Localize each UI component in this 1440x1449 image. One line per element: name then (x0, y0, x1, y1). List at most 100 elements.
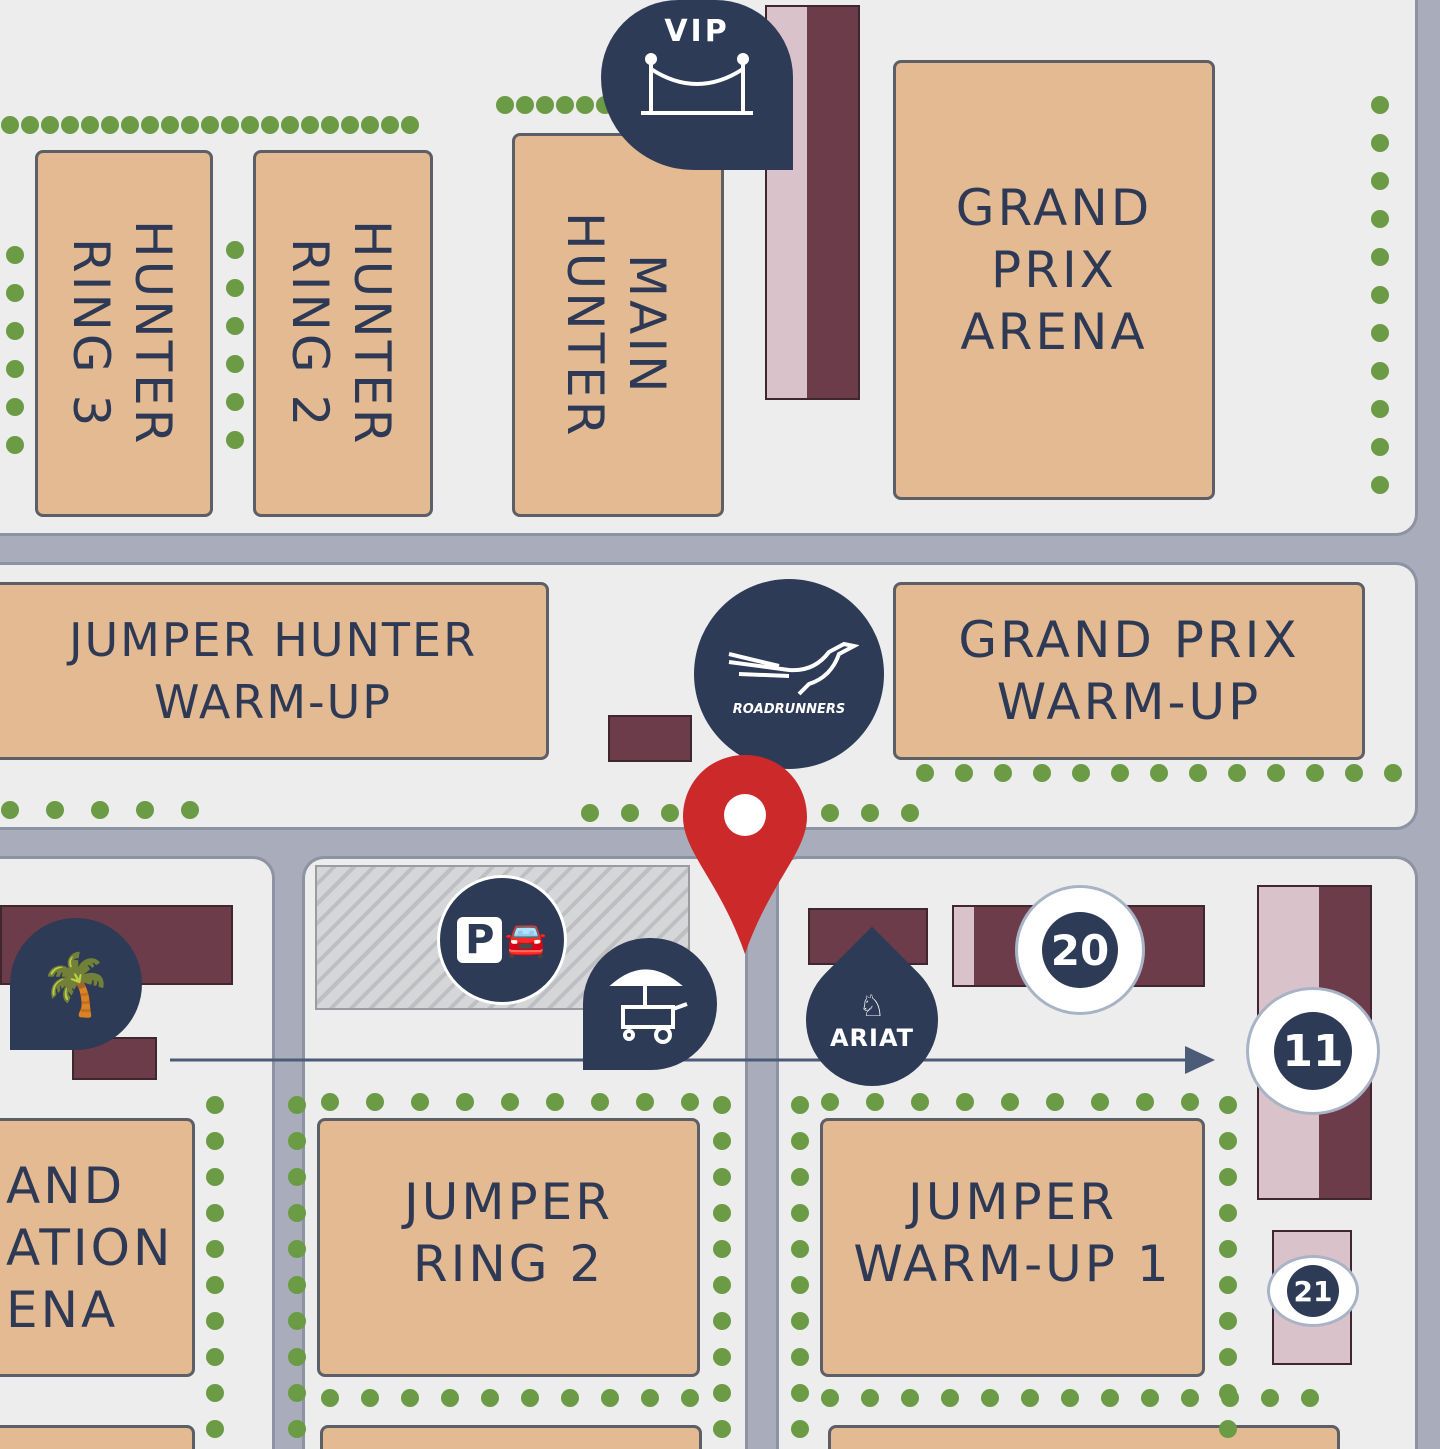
tree-dot (241, 116, 259, 134)
vip-marker[interactable]: VIP (601, 0, 793, 170)
arena-bottom-center (320, 1425, 702, 1449)
tree-dot (861, 1389, 879, 1407)
arena-hunter-ring-3[interactable]: HUNTER RING 3 (35, 150, 213, 517)
tree-dot (411, 1093, 429, 1111)
tree-dot (288, 1168, 306, 1186)
tree-dot (1181, 1389, 1199, 1407)
tree-dot (181, 116, 199, 134)
tree-dot (206, 1096, 224, 1114)
tree-dot (1219, 1204, 1237, 1222)
tree-dot (791, 1168, 809, 1186)
tree-dot (1371, 362, 1389, 380)
stall-11-badge[interactable]: 11 (1246, 987, 1380, 1115)
tree-dot (1219, 1168, 1237, 1186)
tree-dot (791, 1132, 809, 1150)
tree-dot (901, 804, 919, 822)
tree-dot (791, 1420, 809, 1438)
tree-dot (536, 96, 554, 114)
food-cart-marker[interactable] (583, 938, 717, 1070)
tree-dot (1033, 764, 1051, 782)
roadrunners-marker[interactable]: ROADRUNNERS (694, 579, 884, 769)
tree-dot (791, 1096, 809, 1114)
tree-dot (1267, 764, 1285, 782)
stall-20-badge[interactable]: 20 (1015, 885, 1145, 1015)
tree-dot (791, 1348, 809, 1366)
location-pin-icon[interactable] (680, 752, 810, 957)
tree-dot (516, 96, 534, 114)
palm-marker[interactable]: 🌴 (10, 918, 142, 1050)
arena-hunter-ring-2[interactable]: HUNTER RING 2 (253, 150, 433, 517)
tree-dot (121, 116, 139, 134)
tree-dot (1091, 1093, 1109, 1111)
tree-dot (141, 116, 159, 134)
palm-tree-icon: 🌴 (38, 949, 114, 1020)
arena-bottom-left (0, 1425, 195, 1449)
tree-dot (791, 1204, 809, 1222)
ariat-horse-icon: ♘ (858, 988, 886, 1024)
tree-dot (1219, 1420, 1237, 1438)
tree-dot (226, 393, 244, 411)
tree-dot (821, 1389, 839, 1407)
tree-dot (1001, 1093, 1019, 1111)
tree-dot (288, 1384, 306, 1402)
tree-dot (791, 1240, 809, 1258)
ariat-label-wrap: ♘ ARIAT (829, 988, 915, 1052)
tree-dot (641, 1389, 659, 1407)
tree-dot (281, 116, 299, 134)
tree-dot (206, 1168, 224, 1186)
parking-marker[interactable]: P 🚘 (437, 875, 567, 1005)
tree-dot (401, 116, 419, 134)
tree-dot (713, 1312, 731, 1330)
roadrunner-icon (728, 641, 859, 695)
tree-dot (501, 1093, 519, 1111)
stall-21-badge[interactable]: 21 (1267, 1255, 1359, 1327)
tree-dot (681, 1093, 699, 1111)
tree-dot (1371, 476, 1389, 494)
tree-dot (941, 1389, 959, 1407)
tree-dot (521, 1389, 539, 1407)
tree-dot (6, 322, 24, 340)
tree-dot (81, 116, 99, 134)
tree-dot (456, 1093, 474, 1111)
tree-dot (206, 1204, 224, 1222)
tree-dot (1046, 1093, 1064, 1111)
tree-dot (6, 246, 24, 264)
tree-dot (1371, 172, 1389, 190)
tree-dot (288, 1096, 306, 1114)
tree-dot (226, 355, 244, 373)
tree-dot (261, 116, 279, 134)
tree-dot (206, 1132, 224, 1150)
tree-dot (6, 436, 24, 454)
tree-dot (1219, 1276, 1237, 1294)
tree-dot (481, 1389, 499, 1407)
tree-dot (1111, 764, 1129, 782)
tree-dot (1371, 248, 1389, 266)
arena-main-hunter[interactable]: MAIN HUNTER (512, 133, 724, 517)
tree-dot (1136, 1093, 1154, 1111)
tree-dot (911, 1093, 929, 1111)
tree-dot (861, 804, 879, 822)
tree-dot (206, 1384, 224, 1402)
tree-dot (206, 1276, 224, 1294)
tree-dot (288, 1132, 306, 1150)
food-cart-icon (609, 969, 688, 1044)
tree-dot (561, 1389, 579, 1407)
tree-dot (41, 116, 59, 134)
tree-dot (1021, 1389, 1039, 1407)
tree-dot (1061, 1389, 1079, 1407)
tree-dot (713, 1132, 731, 1150)
tree-dot (226, 431, 244, 449)
tree-dot (1101, 1389, 1119, 1407)
tree-dot (21, 116, 39, 134)
tree-dot (206, 1240, 224, 1258)
tree-dot (321, 116, 339, 134)
tree-dot (1371, 324, 1389, 342)
tree-dot (221, 116, 239, 134)
tree-dot (321, 1093, 339, 1111)
